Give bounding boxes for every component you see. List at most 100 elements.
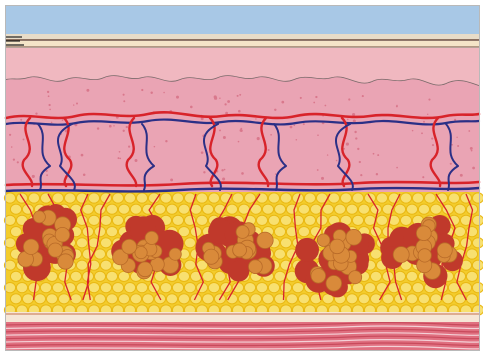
fat-cell xyxy=(28,283,39,293)
fat-cell xyxy=(214,271,225,281)
dermis-speckle xyxy=(281,101,284,104)
fat-cell xyxy=(46,294,57,304)
dermis-speckle xyxy=(47,91,49,93)
fat-cell xyxy=(190,294,201,304)
dermis-speckle xyxy=(471,150,473,152)
dermis-speckle xyxy=(154,146,156,148)
dermis-speckle xyxy=(470,147,473,150)
dermis-speckle xyxy=(62,119,64,121)
fat-cell xyxy=(334,204,345,214)
dermis-speckle xyxy=(377,154,379,156)
dermis-speckle xyxy=(257,137,260,140)
dermis-speckle xyxy=(201,151,204,154)
fat-cell xyxy=(394,271,405,281)
fat-cell xyxy=(10,294,21,304)
fat-cell xyxy=(304,215,315,225)
fat-cell xyxy=(10,204,21,214)
fat-cell xyxy=(358,294,369,304)
fat-cell xyxy=(472,260,483,270)
dermis-speckle xyxy=(11,146,13,148)
fat-cell xyxy=(112,215,123,225)
fat-cell xyxy=(124,283,135,293)
dermis-speckle xyxy=(355,137,357,139)
fat-cell xyxy=(10,227,21,237)
fat-cell xyxy=(100,260,111,270)
fat-cell xyxy=(166,204,177,214)
fat-cell xyxy=(472,283,483,293)
dermis-speckle xyxy=(422,176,424,178)
fat-cell xyxy=(454,204,465,214)
fat-cell xyxy=(76,238,87,248)
dermis-speckle xyxy=(373,153,375,155)
dermis-speckle xyxy=(224,169,226,171)
fat-cell xyxy=(298,227,309,237)
dermis-speckle xyxy=(376,173,378,175)
fat-cell xyxy=(184,283,195,293)
dermis-speckle xyxy=(163,92,165,94)
fat-cell xyxy=(262,204,273,214)
surface-layer xyxy=(6,6,479,36)
fat-cell xyxy=(226,204,237,214)
fat-cell xyxy=(466,294,477,304)
fat-cell xyxy=(94,294,105,304)
fat-cell xyxy=(250,294,261,304)
fat-cell xyxy=(256,215,267,225)
dermis-speckle xyxy=(23,138,25,140)
lobule-cell xyxy=(416,226,431,241)
dermis-speckle xyxy=(51,122,53,124)
lobule-cell xyxy=(236,225,249,238)
fat-cell xyxy=(376,193,387,203)
dermis-speckle xyxy=(46,174,48,176)
fat-cell xyxy=(4,215,15,225)
dermis-speckle xyxy=(86,89,89,92)
fat-cell xyxy=(106,204,117,214)
fat-cell xyxy=(52,283,63,293)
dermis-speckle xyxy=(123,100,125,102)
fat-cell xyxy=(364,283,375,293)
fat-cell xyxy=(238,294,249,304)
dermis-speckle xyxy=(359,161,361,163)
lobule-cell xyxy=(55,227,70,242)
dermis-speckle xyxy=(468,130,470,132)
lobule-tissue xyxy=(295,238,319,262)
fat-cell xyxy=(352,215,363,225)
dermis-speckle xyxy=(268,149,270,151)
fat-cell xyxy=(118,294,129,304)
dermis-speckle xyxy=(412,130,414,132)
dermis-speckle xyxy=(239,94,241,96)
dermis-speckle xyxy=(315,96,317,98)
dermis-speckle xyxy=(35,112,37,114)
lobule-cell xyxy=(145,231,158,244)
dermis-speckle xyxy=(203,171,205,173)
dermis-speckle xyxy=(255,118,256,119)
fat-cell xyxy=(34,294,45,304)
fat-cell xyxy=(76,260,87,270)
fat-cell xyxy=(358,204,369,214)
fat-cell xyxy=(340,193,351,203)
dermis-speckle xyxy=(123,94,125,96)
dermis-speckle xyxy=(451,144,453,146)
fat-cell xyxy=(178,294,189,304)
dermis-speckle xyxy=(240,130,242,132)
dermis-speckle xyxy=(237,95,239,97)
fat-cell xyxy=(64,193,75,203)
dermis-layer xyxy=(6,76,479,194)
lobule-tissue xyxy=(228,261,249,282)
fat-cell xyxy=(430,294,441,304)
fat-cell xyxy=(232,283,243,293)
fat-cell xyxy=(88,193,99,203)
fat-cell xyxy=(454,271,465,281)
dermis-speckle xyxy=(225,112,228,115)
lobule-cell xyxy=(330,239,345,254)
stratum-band xyxy=(6,41,479,47)
fat-cell xyxy=(448,193,459,203)
fat-cell xyxy=(172,283,183,293)
fat-cell xyxy=(472,238,483,248)
fat-cell xyxy=(142,294,153,304)
fat-cell xyxy=(262,294,273,304)
dermis-speckle xyxy=(296,139,298,141)
dermis-speckle xyxy=(450,163,452,165)
dermis-speckle xyxy=(9,134,11,136)
dermis-speckle xyxy=(275,173,276,174)
